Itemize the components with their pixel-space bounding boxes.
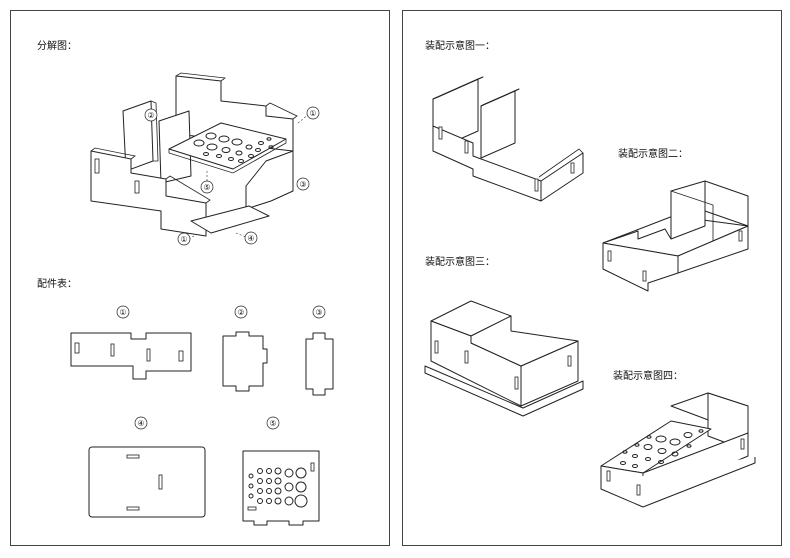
top-plate-holes xyxy=(193,132,274,163)
callout-5-text: ⑤ xyxy=(203,183,210,192)
parts-list-title: 配件表： xyxy=(37,279,77,290)
assembly-1-title: 装配示意图一： xyxy=(425,41,495,52)
callout-3: ③ xyxy=(296,177,310,191)
assembly-3-title: 装配示意图三： xyxy=(425,257,495,268)
assembly-4-drawing xyxy=(600,392,756,508)
assembly-1-drawing xyxy=(432,76,584,202)
part-2: ② xyxy=(222,305,268,392)
part-2-label: ② xyxy=(237,308,244,317)
assembly-3-drawing xyxy=(424,300,584,417)
part-4-label: ④ xyxy=(137,419,144,428)
part-5-label: ⑤ xyxy=(269,419,276,428)
side-wall-3 xyxy=(245,150,294,210)
bottom-plate-4 xyxy=(190,205,270,234)
part-4: ④ xyxy=(88,416,206,518)
exploded-view-title: 分解图： xyxy=(37,41,77,52)
assembly-2-drawing xyxy=(602,180,749,292)
exploded-view-drawing: ① ② ③ ⑤ ① ④ ① ② ③ xyxy=(70,72,334,526)
callout-2: ② xyxy=(144,108,158,122)
callout-1a: ① xyxy=(306,106,320,120)
callout-3-text: ③ xyxy=(299,180,306,189)
callout-2-text: ② xyxy=(147,111,154,120)
assembly-drawings xyxy=(424,76,756,508)
part-3: ③ xyxy=(305,305,334,396)
callout-1a-text: ① xyxy=(309,109,316,118)
assembly-2-title: 装配示意图二： xyxy=(618,149,688,160)
part-5: ⑤ xyxy=(242,416,320,526)
part-1: ① xyxy=(70,305,192,380)
callout-4: ④ xyxy=(244,231,258,245)
callout-5: ⑤ xyxy=(200,180,214,194)
callout-1b-text: ① xyxy=(180,235,187,244)
left-panel: 分解图： 配件表： xyxy=(10,10,390,546)
callout-1b: ① xyxy=(177,232,191,246)
part-3-label: ③ xyxy=(315,308,322,317)
assembly-4-title: 装配示意图四： xyxy=(613,371,683,382)
callout-4-text: ④ xyxy=(247,234,254,243)
right-panel: 装配示意图一： 装配示意图二： 装配示意图三： 装配示意图四： xyxy=(402,10,782,546)
part-1-label: ① xyxy=(119,308,126,317)
